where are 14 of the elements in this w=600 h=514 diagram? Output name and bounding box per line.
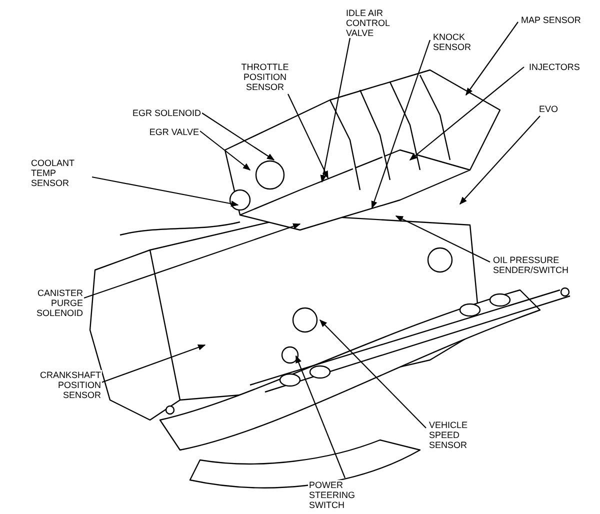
leader-line	[395, 216, 490, 262]
leader-line	[84, 223, 301, 299]
leader-line	[320, 38, 351, 183]
leader-line	[92, 176, 239, 207]
leader-line	[319, 319, 426, 428]
part-label: COOLANT TEMP SENSOR	[30, 158, 92, 188]
leader-line	[459, 116, 540, 205]
leader-line	[288, 94, 328, 179]
leader-line	[295, 355, 346, 478]
leader-line	[200, 130, 251, 170]
leader-line	[202, 112, 275, 160]
leader-line	[371, 40, 431, 209]
leader-line	[466, 22, 518, 96]
leader-line	[409, 66, 524, 160]
